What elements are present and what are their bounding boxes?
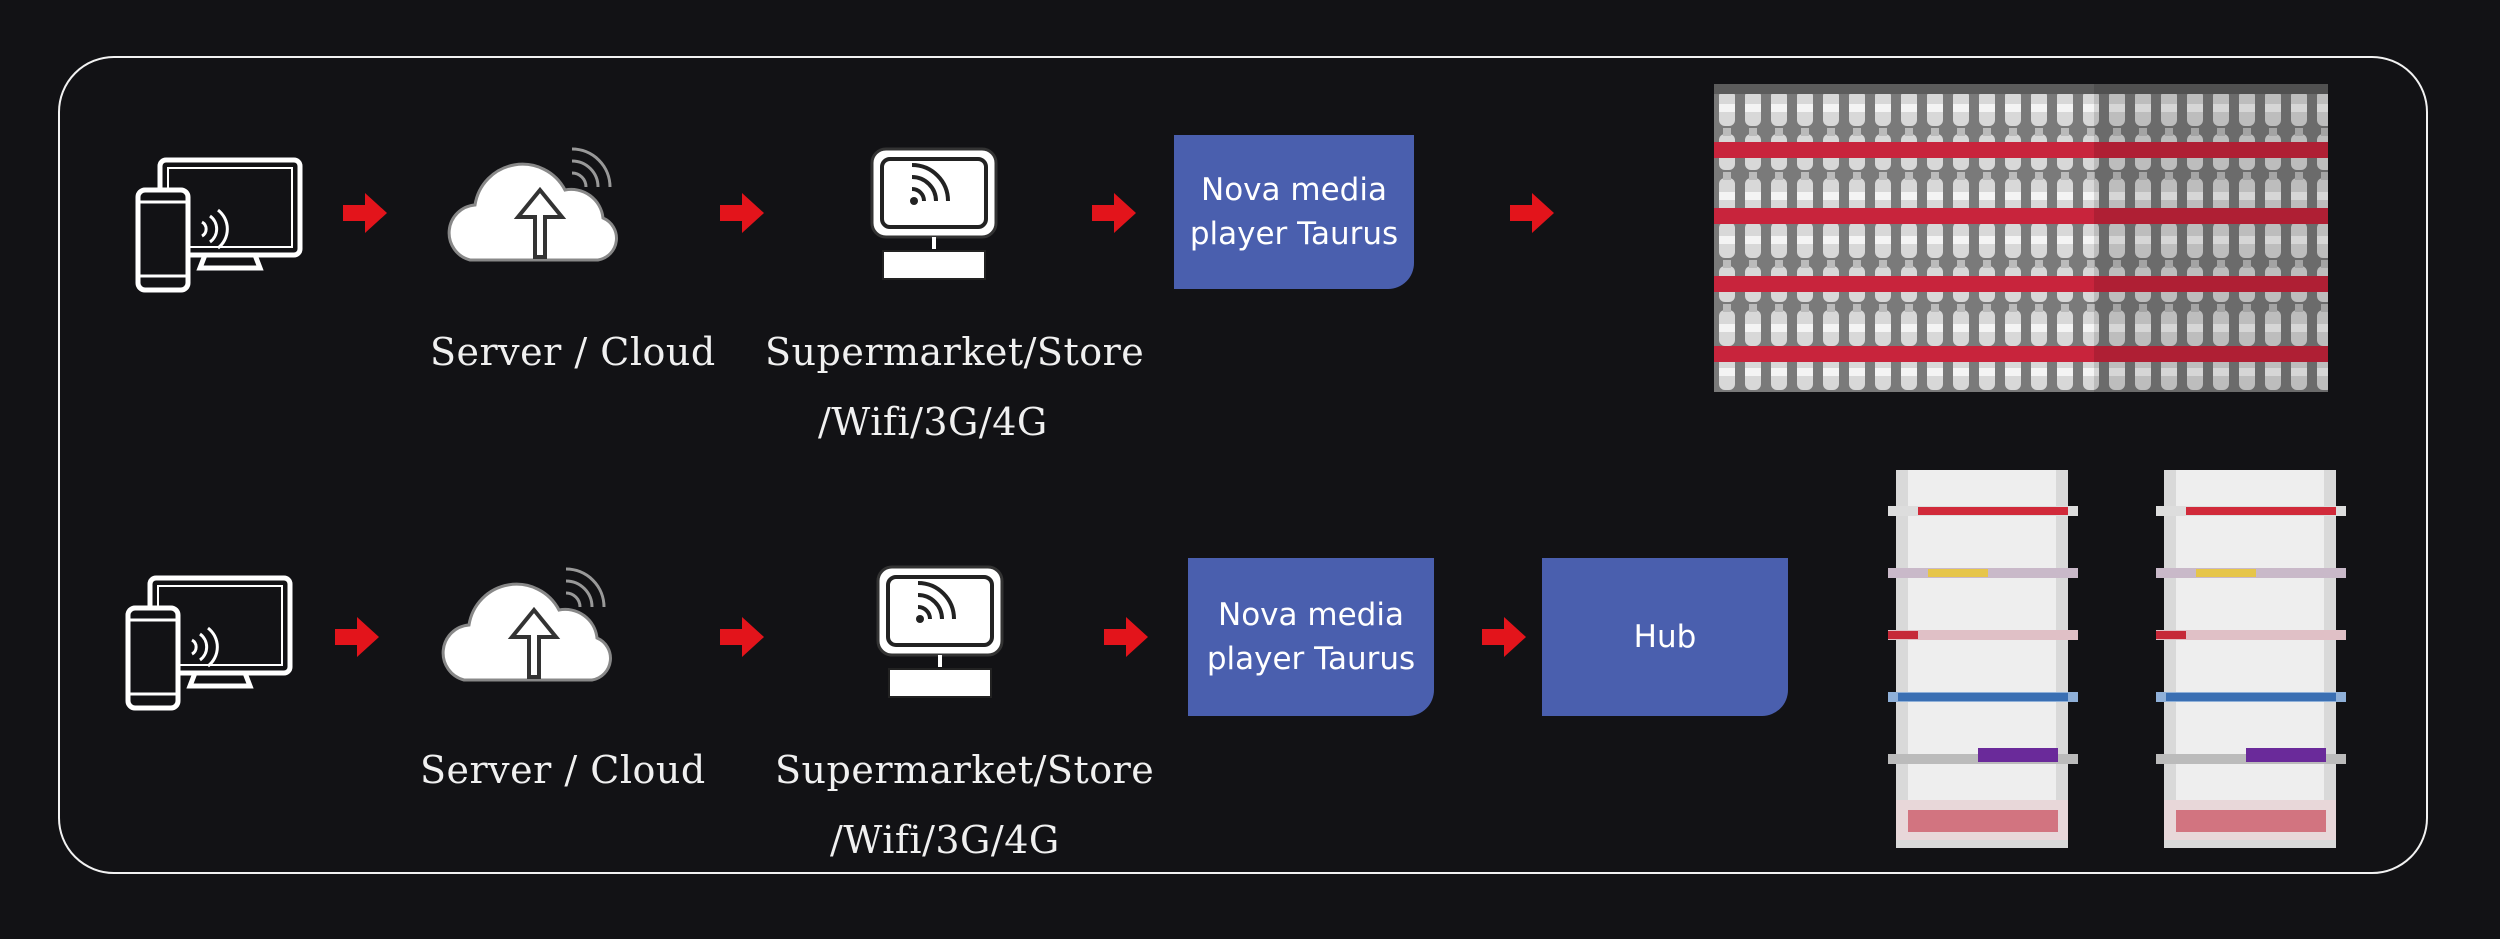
devices-icon <box>125 575 293 711</box>
wifi-monitor-icon <box>876 565 1004 698</box>
arrow-icon <box>343 193 387 233</box>
arrow-icon <box>720 617 764 657</box>
arrow-icon <box>1104 617 1148 657</box>
server-cloud-label: Server / Cloud <box>430 330 716 374</box>
cloud-upload-icon <box>441 567 612 682</box>
player-box: Nova media player Taurus <box>1188 558 1434 716</box>
arrow-icon <box>335 617 379 657</box>
network-label: /Wifi/3G/4G <box>830 818 1060 862</box>
shelf-unit-photo <box>1888 470 2078 848</box>
shelf-unit-photo <box>2156 470 2346 848</box>
arrow-icon <box>720 193 764 233</box>
diagram-frame <box>58 56 2428 874</box>
server-cloud-label: Server / Cloud <box>420 748 706 792</box>
player-box: Nova media player Taurus <box>1174 135 1414 289</box>
arrow-icon <box>1510 193 1554 233</box>
shelf-photo <box>1714 84 2328 392</box>
cloud-upload-icon <box>447 147 618 262</box>
devices-icon <box>135 157 303 293</box>
store-label: Supermarket/Store <box>775 748 1155 792</box>
arrow-icon <box>1482 617 1526 657</box>
network-label: /Wifi/3G/4G <box>818 400 1048 444</box>
wifi-monitor-icon <box>870 147 998 280</box>
store-label: Supermarket/Store <box>765 330 1145 374</box>
hub-box: Hub <box>1542 558 1788 716</box>
arrow-icon <box>1092 193 1136 233</box>
